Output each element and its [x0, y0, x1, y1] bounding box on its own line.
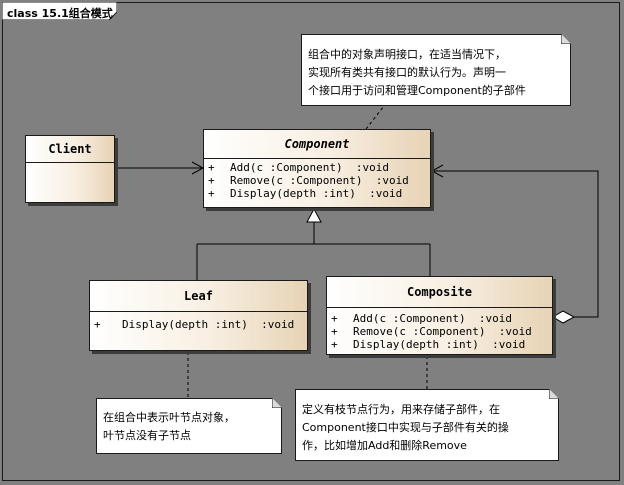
operation: +Display(depth :int) :void — [94, 318, 295, 331]
class-client[interactable]: Client — [25, 135, 115, 203]
class-name: Composite — [327, 277, 552, 308]
diagram-frame — [2, 2, 620, 481]
note-leaf[interactable]: 在组合中表示叶节点对象， 叶节点没有子节点 — [96, 398, 282, 454]
frame-label: class 15.1组合模式 — [7, 7, 113, 20]
operation: +Add(c :Component) :void — [208, 161, 389, 174]
operations-compartment: +Add(c :Component) :void +Remove(c :Comp… — [327, 308, 552, 353]
note-line: 作，比如增加Add和删除Remove — [302, 439, 467, 452]
class-name: Client — [26, 136, 114, 163]
note-line: 实现所有类共有接口的默认行为。声明一 — [308, 66, 506, 79]
class-leaf[interactable]: Leaf +Display(depth :int) :void — [89, 280, 308, 351]
aggregation-composite-component — [432, 170, 599, 318]
class-name: Component — [204, 130, 430, 159]
class-composite[interactable]: Composite +Add(c :Component) :void +Remo… — [326, 276, 553, 355]
operation: +Remove(c :Component) :void — [208, 174, 409, 187]
note-fold — [549, 389, 559, 399]
operations-compartment: +Add(c :Component) :void +Remove(c :Comp… — [204, 159, 430, 202]
aggregation-diamond — [552, 310, 576, 324]
anchor-component-note — [365, 105, 385, 130]
note-line: 在组合中表示叶节点对象， — [103, 411, 235, 424]
operation: +Display(depth :int) :void — [208, 187, 403, 200]
note-line: 组合中的对象声明接口，在适当情况下， — [308, 48, 506, 61]
note-composite[interactable]: 定义有枝节点行为，用来存储子部件，在 Component接口中实现与子部件有关的… — [295, 389, 559, 461]
note-line: 定义有枝节点行为，用来存储子部件，在 — [302, 403, 500, 416]
note-line: 个接口用于访问和管理Component的子部件 — [308, 84, 526, 97]
operation: +Add(c :Component) :void — [331, 312, 512, 325]
frame-label-tab: class 15.1组合模式 — [2, 2, 117, 20]
operation: +Remove(c :Component) :void — [331, 325, 532, 338]
note-fold — [561, 34, 571, 44]
aggregation-arrowhead — [430, 164, 444, 178]
note-line: Component接口中实现与子部件有关的操 — [302, 421, 509, 434]
note-fold — [272, 398, 282, 408]
class-component[interactable]: Component +Add(c :Component) :void +Remo… — [203, 129, 431, 208]
operations-compartment: +Display(depth :int) :void — [90, 312, 307, 333]
class-name: Leaf — [90, 281, 307, 312]
generalization-triangle — [306, 207, 322, 223]
operation: +Display(depth :int) :void — [331, 338, 526, 351]
note-component[interactable]: 组合中的对象声明接口，在适当情况下， 实现所有类共有接口的默认行为。声明一 个接… — [301, 34, 571, 106]
note-line: 叶节点没有子节点 — [103, 429, 191, 442]
